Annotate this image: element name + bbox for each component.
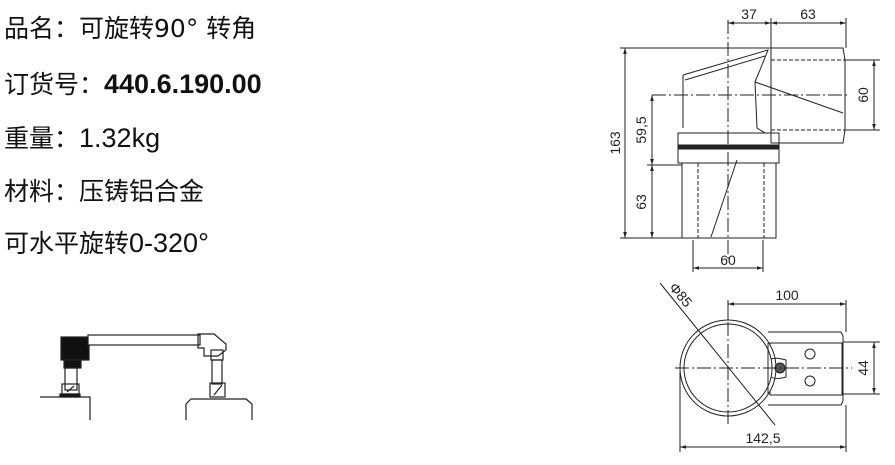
spec-value: 0-320° — [129, 228, 209, 258]
spec-label: 重量： — [4, 124, 80, 153]
front-view-drawing — [620, 18, 880, 272]
spec-material: 材料：压铸铝合金 — [4, 177, 204, 207]
spec-value: 压铸铝合金 — [79, 177, 205, 206]
spec-value: 440.6.190.00 — [104, 69, 262, 99]
spec-rotation: 可水平旋转0-320° — [4, 228, 209, 259]
spec-label: 品名： — [4, 14, 80, 43]
spec-order-number: 订货号：440.6.190.00 — [4, 69, 262, 100]
dim-length: 100 — [775, 287, 799, 303]
spec-label: 材料： — [4, 177, 80, 206]
dim-total-height: 163 — [607, 131, 623, 155]
spec-label: 可水平旋转 — [4, 229, 130, 258]
spec-value: 可旋转90° 转角 — [79, 14, 257, 43]
dim-upper-height: 59,5 — [633, 116, 649, 143]
top-view-drawing — [659, 282, 880, 452]
application-sketch — [40, 333, 253, 420]
dim-bottom-width: 60 — [720, 252, 736, 268]
dim-pipe-diameter: 60 — [855, 87, 871, 103]
spec-label: 订货号： — [4, 70, 105, 99]
spec-product-name: 品名：可旋转90° 转角 — [4, 14, 256, 44]
dim-diameter: Φ85 — [666, 279, 696, 310]
dim-lower-height: 63 — [633, 194, 649, 210]
dim-top-right: 63 — [800, 6, 816, 22]
spec-value: 1.32kg — [79, 123, 161, 153]
dim-top-left: 37 — [741, 6, 757, 22]
dim-width: 44 — [855, 360, 871, 376]
dim-total-length: 142,5 — [745, 430, 780, 446]
spec-weight: 重量：1.32kg — [4, 123, 160, 154]
